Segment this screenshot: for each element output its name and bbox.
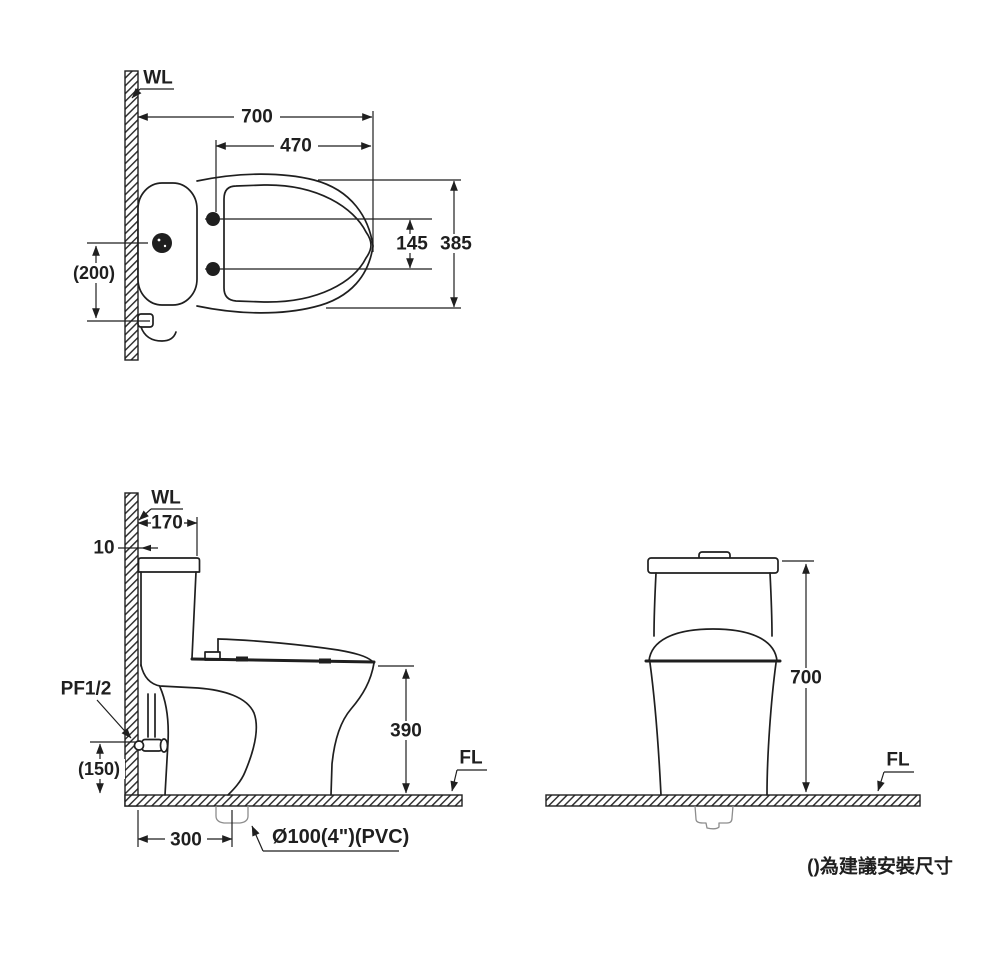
flush-knob-plan	[152, 233, 172, 253]
label-mask	[388, 721, 425, 740]
tank-left-front	[653, 572, 657, 637]
supply-valve-side	[141, 738, 163, 752]
fl-label-front: FL	[886, 750, 910, 771]
dim-200-label: (200)	[73, 263, 115, 283]
trap-contour-side	[140, 664, 258, 796]
drain-pipe-front	[694, 805, 734, 830]
label-mask	[68, 263, 121, 283]
dim-390-label: 390	[390, 721, 422, 742]
dim-385-label: 385	[440, 234, 472, 255]
tank-front-side	[191, 571, 197, 659]
flush-knob-highlight	[163, 244, 167, 248]
supply-type-label: PF1/2	[61, 679, 112, 700]
bowl-front-side	[330, 662, 375, 796]
seat-lid-plan	[223, 184, 372, 303]
label-mask	[73, 759, 125, 779]
label-mask	[234, 107, 280, 127]
fl-leader-arrow-front	[877, 771, 885, 792]
wall-section-side-view	[124, 492, 139, 807]
wl-label-top: WL	[143, 68, 173, 89]
dim-150-label: (150)	[78, 759, 120, 779]
label-mask	[437, 234, 474, 253]
floor-section-side-view	[124, 794, 463, 807]
dim-145-label: 145	[396, 234, 428, 255]
drain-leader-arrow	[251, 825, 264, 852]
label-mask	[165, 830, 207, 849]
seat-lid-front	[648, 628, 778, 662]
label-mask	[394, 234, 430, 253]
dim-470-label: 470	[280, 136, 312, 157]
tank-lid-front	[647, 557, 779, 574]
pedestal-back-side	[159, 686, 170, 796]
tank-lid-side	[137, 557, 201, 573]
top-view: WL 700 470 145 385 (200)	[68, 68, 474, 361]
drain-pipe-label: Ø100(4")(PVC)	[272, 826, 409, 848]
supply-valve-knob	[133, 740, 145, 751]
side-view: WL 170 10 PF1/2 (150) 300 Ø100(4")(PVC)	[61, 488, 487, 852]
flush-knob-highlight	[157, 238, 161, 242]
wl-leader-arrow-side	[138, 508, 152, 521]
dim-300-label: 300	[170, 830, 202, 851]
rim-mark-left	[236, 656, 248, 662]
supply-leader-arrow	[96, 699, 132, 739]
rim-mark-right	[319, 658, 331, 664]
wl-label-side: WL	[151, 488, 181, 509]
dim-10-label: 10	[93, 538, 114, 559]
label-mask	[785, 668, 827, 688]
label-mask	[274, 136, 318, 156]
rim-line-side	[190, 657, 376, 664]
floor-section-front-view	[545, 794, 921, 807]
dim-10-arrow	[141, 544, 151, 552]
label-mask	[151, 514, 184, 533]
dim-700-front-label: 700	[790, 668, 822, 689]
supply-valve-cap	[159, 738, 169, 753]
dim-700-top-label: 700	[241, 107, 273, 128]
front-view: 700 FL	[545, 551, 921, 830]
seat-cover-top-side	[217, 638, 375, 664]
bowl-right-front	[766, 662, 777, 796]
bowl-left-front	[649, 662, 662, 796]
footnote: ()為建議安裝尺寸	[807, 855, 953, 878]
supply-hose-plan	[140, 326, 177, 342]
fl-leader-arrow-side	[450, 769, 459, 792]
dim-170-label: 170	[151, 513, 183, 534]
fl-label-side: FL	[459, 748, 483, 769]
tank-right-front	[769, 572, 773, 637]
wl-leader-arrow-top	[131, 88, 142, 99]
wall-section-top-view	[124, 70, 139, 361]
